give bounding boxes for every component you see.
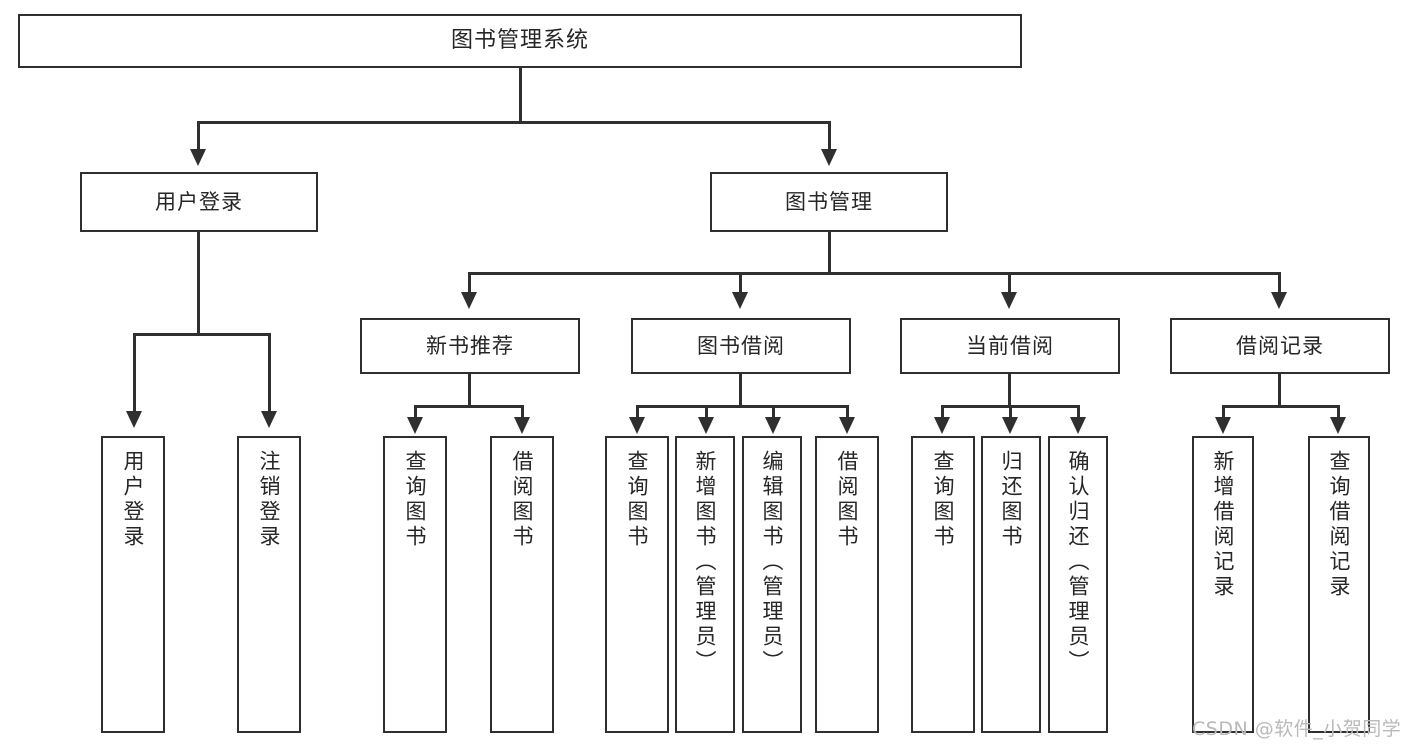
connector-level3-drop-3 bbox=[1008, 272, 1011, 294]
node-label: 当前借阅 bbox=[966, 333, 1054, 358]
node-label: 查询图书 bbox=[403, 450, 428, 550]
connector-borrow-record-bus bbox=[1222, 405, 1340, 408]
leaf-borrow-book-recommend[interactable]: 借阅图书 bbox=[490, 436, 554, 733]
node-borrow-record[interactable]: 借阅记录 bbox=[1170, 318, 1390, 374]
node-label: 新增图书（管理员） bbox=[693, 450, 718, 675]
node-label: 用户登录 bbox=[121, 450, 146, 550]
arrowhead-user-login-1 bbox=[126, 411, 142, 428]
node-label: 归还图书 bbox=[999, 450, 1024, 550]
node-label: 借阅图书 bbox=[510, 450, 535, 550]
connector-level2-bus bbox=[197, 121, 831, 124]
arrowhead-new-book-1 bbox=[407, 417, 423, 434]
connector-current-borrow-drop-2 bbox=[1009, 405, 1012, 419]
leaf-logout[interactable]: 注销登录 bbox=[237, 436, 301, 733]
arrowhead-level3-2 bbox=[732, 292, 748, 309]
connector-borrow-record-drop-2 bbox=[1337, 405, 1340, 419]
connector-book-mgmt-stem bbox=[828, 232, 831, 274]
connector-user-login-stem bbox=[197, 232, 200, 335]
node-label: 借阅记录 bbox=[1236, 333, 1324, 358]
connector-current-borrow-drop-1 bbox=[941, 405, 944, 419]
connector-user-login-drop-1 bbox=[133, 333, 136, 413]
arrowhead-level3-4 bbox=[1271, 292, 1287, 309]
arrowhead-current-borrow-1 bbox=[934, 417, 950, 434]
arrowhead-book-borrow-4 bbox=[839, 417, 855, 434]
node-label: 查询借阅记录 bbox=[1327, 450, 1352, 600]
connector-book-borrow-drop-1 bbox=[636, 405, 639, 419]
connector-new-book-drop-2 bbox=[521, 405, 524, 419]
arrowhead-borrow-record-2 bbox=[1330, 417, 1346, 434]
node-label: 确认归还（管理员） bbox=[1066, 450, 1091, 675]
leaf-add-borrow-record[interactable]: 新增借阅记录 bbox=[1192, 436, 1254, 733]
node-label: 新书推荐 bbox=[426, 333, 514, 358]
node-user-login[interactable]: 用户登录 bbox=[80, 172, 318, 232]
leaf-query-borrow-record[interactable]: 查询借阅记录 bbox=[1308, 436, 1370, 733]
connector-root-stem bbox=[519, 68, 522, 121]
node-new-book-recommend[interactable]: 新书推荐 bbox=[360, 318, 580, 374]
arrowhead-new-book-2 bbox=[514, 417, 530, 434]
leaf-borrow-book[interactable]: 借阅图书 bbox=[815, 436, 879, 733]
node-current-borrow[interactable]: 当前借阅 bbox=[900, 318, 1120, 374]
leaf-query-book-borrow[interactable]: 查询图书 bbox=[605, 436, 669, 733]
connector-current-borrow-drop-3 bbox=[1077, 405, 1080, 419]
node-label: 新增借阅记录 bbox=[1211, 450, 1236, 600]
node-book-borrow[interactable]: 图书借阅 bbox=[631, 318, 851, 374]
node-label: 图书管理 bbox=[785, 189, 873, 214]
leaf-edit-book-admin[interactable]: 编辑图书（管理员） bbox=[742, 436, 802, 733]
node-book-management[interactable]: 图书管理 bbox=[710, 172, 948, 232]
leaf-add-book-admin[interactable]: 新增图书（管理员） bbox=[675, 436, 735, 733]
connector-user-login-bus bbox=[133, 333, 270, 336]
arrowhead-current-borrow-2 bbox=[1002, 417, 1018, 434]
connector-user-login-drop-2 bbox=[268, 333, 271, 413]
csdn-watermark: CSDN @软件_小贺同学 bbox=[1192, 718, 1402, 740]
connector-level3-drop-2 bbox=[739, 272, 742, 294]
arrowhead-user-login-2 bbox=[261, 411, 277, 428]
node-label: 图书借阅 bbox=[697, 333, 785, 358]
leaf-user-login[interactable]: 用户登录 bbox=[101, 436, 165, 733]
connector-borrow-record-drop-1 bbox=[1222, 405, 1225, 419]
arrowhead-level3-3 bbox=[1001, 292, 1017, 309]
connector-current-borrow-stem bbox=[1008, 374, 1011, 407]
connector-book-borrow-drop-3 bbox=[772, 405, 775, 419]
node-label: 图书管理系统 bbox=[450, 28, 589, 54]
connector-new-book-drop-1 bbox=[414, 405, 417, 419]
arrowhead-book-borrow-1 bbox=[629, 417, 645, 434]
node-label: 注销登录 bbox=[257, 450, 282, 550]
connector-new-book-bus bbox=[414, 405, 524, 408]
connector-new-book-stem bbox=[468, 374, 471, 407]
arrowhead-borrow-record-1 bbox=[1215, 417, 1231, 434]
connector-book-borrow-drop-2 bbox=[705, 405, 708, 419]
connector-borrow-record-stem bbox=[1278, 374, 1281, 407]
leaf-query-book-current[interactable]: 查询图书 bbox=[911, 436, 975, 733]
node-label: 借阅图书 bbox=[835, 450, 860, 550]
leaf-confirm-return-admin[interactable]: 确认归还（管理员） bbox=[1048, 436, 1108, 733]
leaf-query-book-recommend[interactable]: 查询图书 bbox=[383, 436, 447, 733]
arrowhead-level2-1 bbox=[190, 149, 206, 166]
arrowhead-book-borrow-2 bbox=[698, 417, 714, 434]
node-label: 查询图书 bbox=[931, 450, 956, 550]
arrowhead-current-borrow-3 bbox=[1070, 417, 1086, 434]
node-label: 查询图书 bbox=[625, 450, 650, 550]
connector-level3-bus bbox=[468, 272, 1281, 275]
connector-level2-drop-1 bbox=[197, 121, 200, 151]
arrowhead-level3-1 bbox=[461, 292, 477, 309]
arrowhead-level2-2 bbox=[821, 149, 837, 166]
arrowhead-book-borrow-3 bbox=[765, 417, 781, 434]
leaf-return-book[interactable]: 归还图书 bbox=[981, 436, 1041, 733]
node-root-system[interactable]: 图书管理系统 bbox=[18, 14, 1022, 68]
node-label: 用户登录 bbox=[155, 189, 243, 214]
connector-book-borrow-drop-4 bbox=[846, 405, 849, 419]
node-label: 编辑图书（管理员） bbox=[760, 450, 785, 675]
connector-level2-drop-2 bbox=[828, 121, 831, 151]
connector-level3-drop-1 bbox=[468, 272, 471, 294]
connector-book-borrow-stem bbox=[739, 374, 742, 407]
connector-book-borrow-bus bbox=[636, 405, 849, 408]
connector-level3-drop-4 bbox=[1278, 272, 1281, 294]
